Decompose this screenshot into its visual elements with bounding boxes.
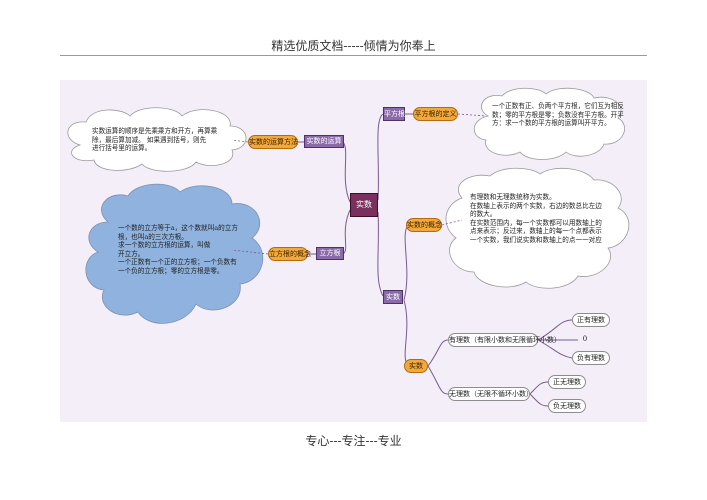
cloud-real-concept [445, 167, 630, 289]
note-cube-root: 一个数的立方等于a，这个数就叫a的立方 根，也叫a的三次方根。 求一个数的立方根… [118, 224, 238, 275]
node-positive-rational: 正有理数 [572, 313, 610, 327]
center-node: 实数 [350, 193, 378, 217]
branch-real: 实数 [383, 290, 403, 304]
cloud-operations [67, 107, 247, 172]
topic-real-concept: 实数的概念 [406, 218, 442, 232]
cloud-pointers [231, 113, 487, 255]
topic-cube-root-concept: 立方根的概念 [268, 247, 311, 261]
page-footer: 专心---专注---专业 [305, 434, 402, 448]
note-operations: 实数运算的顺序是先乘乘方和开方，再算乘 除，最后算加减。 如果遇到括号，则先 进… [92, 127, 218, 153]
node-zero: 0 [582, 335, 588, 343]
topic-square-root-definition: 平方根的定义 [413, 107, 458, 121]
branch-square-root: 平方根 [383, 107, 405, 121]
note-square-root: 一个正数有正、负两个平方根，它们互为相反 数；零的平方根是零；负数没有平方根。开… [492, 102, 624, 128]
branch-cube-root: 立方根 [316, 247, 344, 260]
topic-real-classification: 实数 [404, 359, 428, 373]
branch-operations: 实数的运算 [304, 135, 344, 148]
node-positive-irrational: 正无理数 [548, 375, 586, 389]
note-real-concept: 有理数和无理数统称为实数。 在数轴上表示的两个实数，右边的数总比左边 的数大。 … [470, 193, 602, 244]
header-divider [60, 55, 647, 56]
topic-operations-method: 实数的运算方法 [248, 135, 298, 149]
node-negative-irrational: 负无理数 [548, 399, 586, 413]
cloud-square-root [473, 87, 625, 160]
node-rational: 有理数（有限小数和无限循环小数） [448, 333, 561, 347]
node-negative-rational: 负有理数 [572, 351, 610, 365]
page-header: 精选优质文档-----倾情为你奉上 [271, 39, 436, 53]
node-irrational: 无理数（无限不循环小数） [448, 387, 533, 401]
cloud-cube-root [85, 183, 264, 324]
